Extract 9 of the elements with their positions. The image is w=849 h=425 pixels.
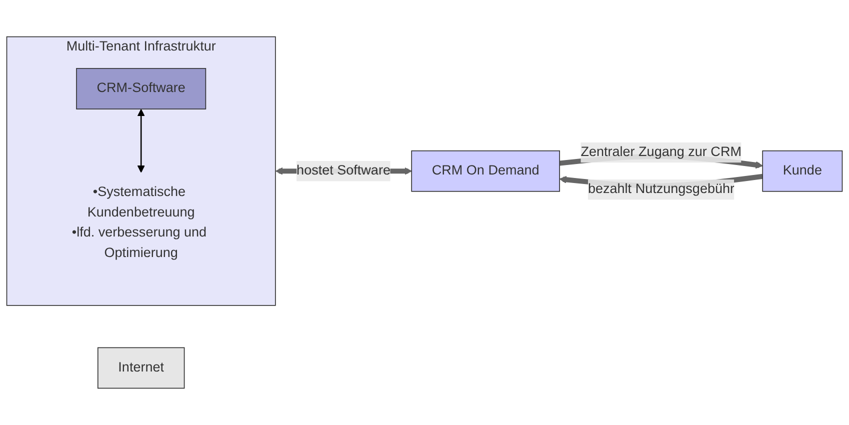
node-box: Internet <box>97 347 185 389</box>
node-text: •Systematische Kundenbetreuung •lfd. verbesserung und Optimierung <box>72 185 207 260</box>
node-box: CRM On Demand <box>411 150 560 192</box>
edge-label: bezahlt Nutzungsgebühr <box>588 182 735 196</box>
arrow <box>137 109 145 173</box>
node-box: CRM-Software <box>76 68 206 110</box>
edge-label: hostet Software <box>296 164 390 178</box>
node-box: Kunde <box>762 150 843 192</box>
edge-label: Zentraler Zugang zur CRM <box>580 144 742 160</box>
